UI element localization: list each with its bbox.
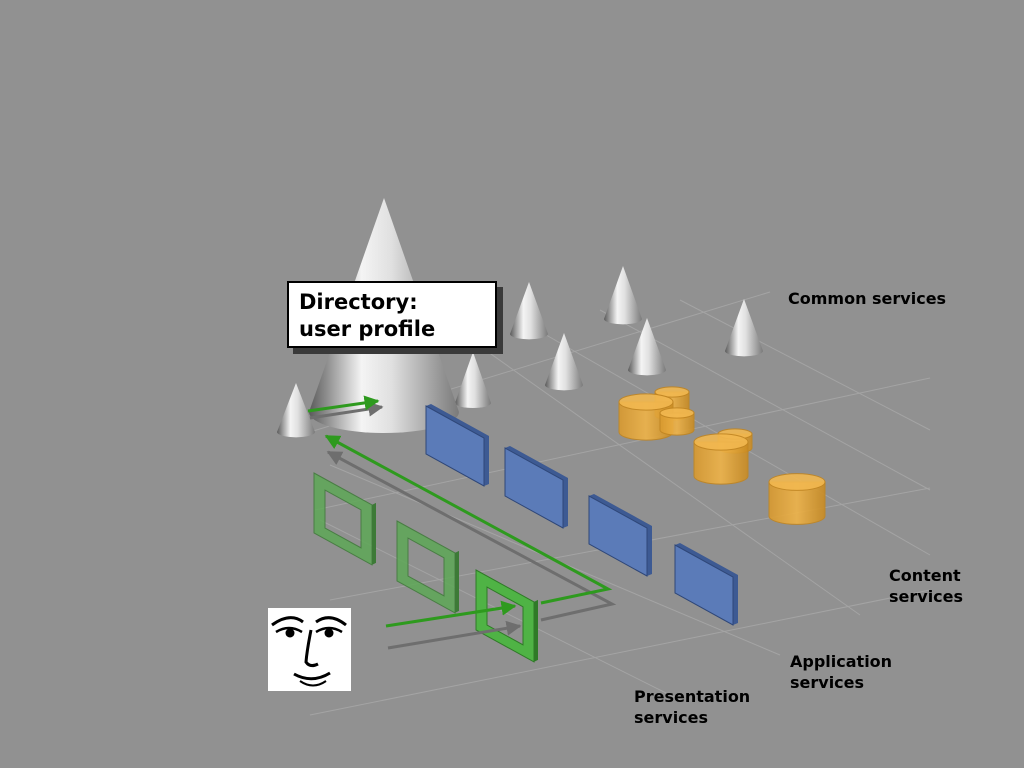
application-panel-1 (425, 404, 489, 487)
content-cylinder-3 (659, 407, 695, 436)
common-service-cones (277, 266, 763, 438)
application-panels (425, 404, 738, 626)
flow-line-back (324, 434, 613, 605)
presentation-services-label: Presentation services (634, 687, 751, 727)
directory-callout: Directory: user profile (287, 281, 497, 348)
application-panel-4 (674, 543, 738, 626)
content-cylinder-5 (693, 433, 749, 485)
shadow-arrow-user (387, 620, 522, 650)
cone-5 (628, 318, 666, 376)
application-panel-2 (504, 446, 568, 529)
cone-7 (725, 299, 763, 357)
content-cylinder-6 (768, 473, 826, 525)
flow-arrow-directory (307, 395, 380, 413)
cone-4 (545, 333, 583, 391)
shadow-flow-line (326, 450, 617, 622)
flow-arrow-user (385, 600, 517, 628)
directory-label-line2: user profile (299, 317, 436, 341)
application-panel-3 (588, 494, 652, 577)
user-face-icon (268, 608, 351, 691)
common-services-label: Common services (788, 289, 947, 308)
presentation-frame-3 (475, 569, 538, 663)
request-flow-arrows (307, 395, 617, 650)
content-cylinder-2 (618, 393, 674, 441)
cone-1 (277, 383, 315, 438)
content-services-label: Content services (889, 566, 964, 606)
cone-2 (510, 282, 548, 340)
presentation-frame-2 (396, 520, 459, 614)
content-cylinders (618, 386, 826, 525)
presentation-frames (313, 472, 538, 663)
application-services-label: Application services (790, 652, 893, 692)
presentation-frame-1 (313, 472, 376, 566)
directory-label-line1: Directory: (299, 290, 418, 314)
cone-3 (604, 266, 642, 325)
cone-6 (455, 352, 491, 409)
